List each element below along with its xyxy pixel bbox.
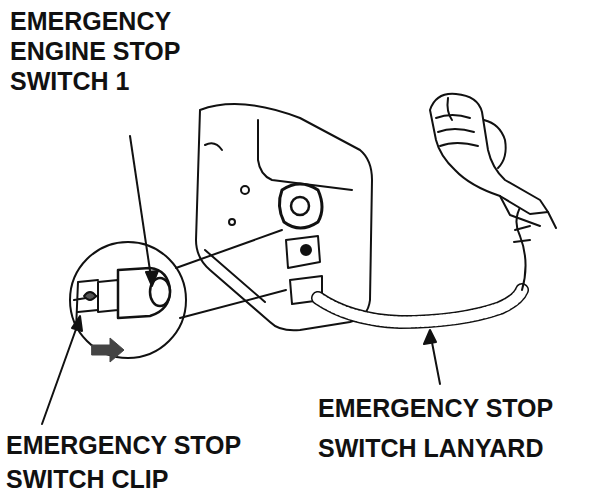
part-label: EMERGENCY ENGINE STOP SWITCH 1	[10, 6, 182, 96]
part-label: EMERGENCY STOP SWITCH LANYARD	[318, 388, 580, 468]
part-label: EMERGENCY STOP SWITCH CLIP	[6, 428, 268, 496]
